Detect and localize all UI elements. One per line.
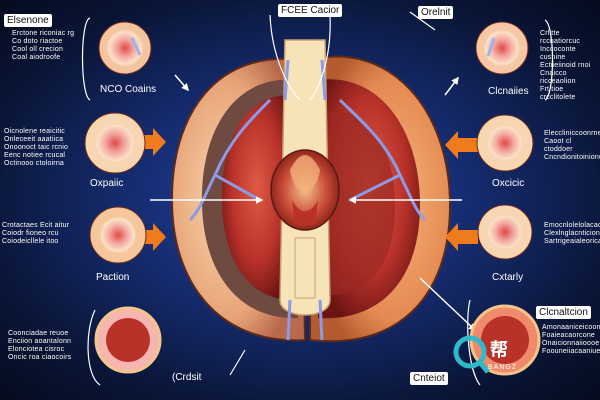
caption-left-1: NCO Coains	[100, 84, 157, 95]
disc-low-left	[89, 206, 147, 264]
disc-top-right	[475, 21, 529, 75]
disc-low-right	[477, 204, 533, 260]
leader-brackets	[81, 11, 554, 386]
text-block-top-left: Erctone riconiac rg Co doto riactoe Cool…	[12, 30, 75, 61]
text-block-top-right: Crlitte rccnatiorcuc Inccoconte cusnine …	[540, 30, 591, 101]
vessel-network	[188, 59, 427, 341]
text-block-mid-left: Oicnolene reaicitic Onleceeit aaatiica O…	[4, 128, 69, 167]
caption-left-3: Paction	[96, 272, 130, 283]
text-block-low-left: Crotactaes Ecit aitur Coiodr fioneo rcu …	[2, 222, 70, 245]
detail-discs	[84, 21, 541, 376]
orange-arrow-right-1	[445, 131, 478, 159]
title-bottom-center: Cnteiot	[410, 372, 448, 385]
caption-left-2: Oxpaiic	[90, 178, 124, 189]
disc-mid-right	[476, 114, 534, 172]
caption-right-3: Cxtarly	[492, 272, 524, 283]
text-block-bottom-left: Coonciadae reuoe Enciion aoantalonn Elon…	[8, 330, 72, 361]
arrows-to-center	[150, 74, 477, 332]
title-top-center: FCEE Cacior	[278, 4, 343, 17]
disc-top-left	[98, 21, 152, 75]
caption-right-2: Oxcicic	[492, 178, 525, 189]
right-organ	[309, 55, 452, 343]
caption-bottom-mid: (Crdsit	[172, 372, 202, 383]
text-block-bottom-right: Amonaaniceicoona Foaieacaorcone Onaicion…	[542, 324, 600, 355]
watermark-logo	[453, 335, 490, 374]
title-top-left: Elsenone	[4, 14, 52, 27]
caption-right-1: Clcnaiies	[488, 86, 529, 97]
text-block-low-right: Emocnlolelolacadnd Clexlnglacnticionaria…	[544, 222, 600, 245]
disc-bottom-right	[469, 304, 541, 376]
disc-bottom-left	[94, 306, 162, 374]
text-block-mid-right: Eleccliniccoonrnenter Caoot cl ctoddoer …	[544, 130, 600, 161]
title-bottom-right: Clcnaltcion	[536, 306, 591, 319]
watermark-chinese-text: 帮	[490, 340, 508, 360]
central-structure	[270, 39, 340, 316]
watermark-latin-text: BANGZ	[488, 364, 518, 371]
orange-arrow-right-2	[445, 223, 478, 251]
disc-mid-left	[84, 112, 146, 174]
title-top-right: Orelnit	[418, 6, 454, 19]
